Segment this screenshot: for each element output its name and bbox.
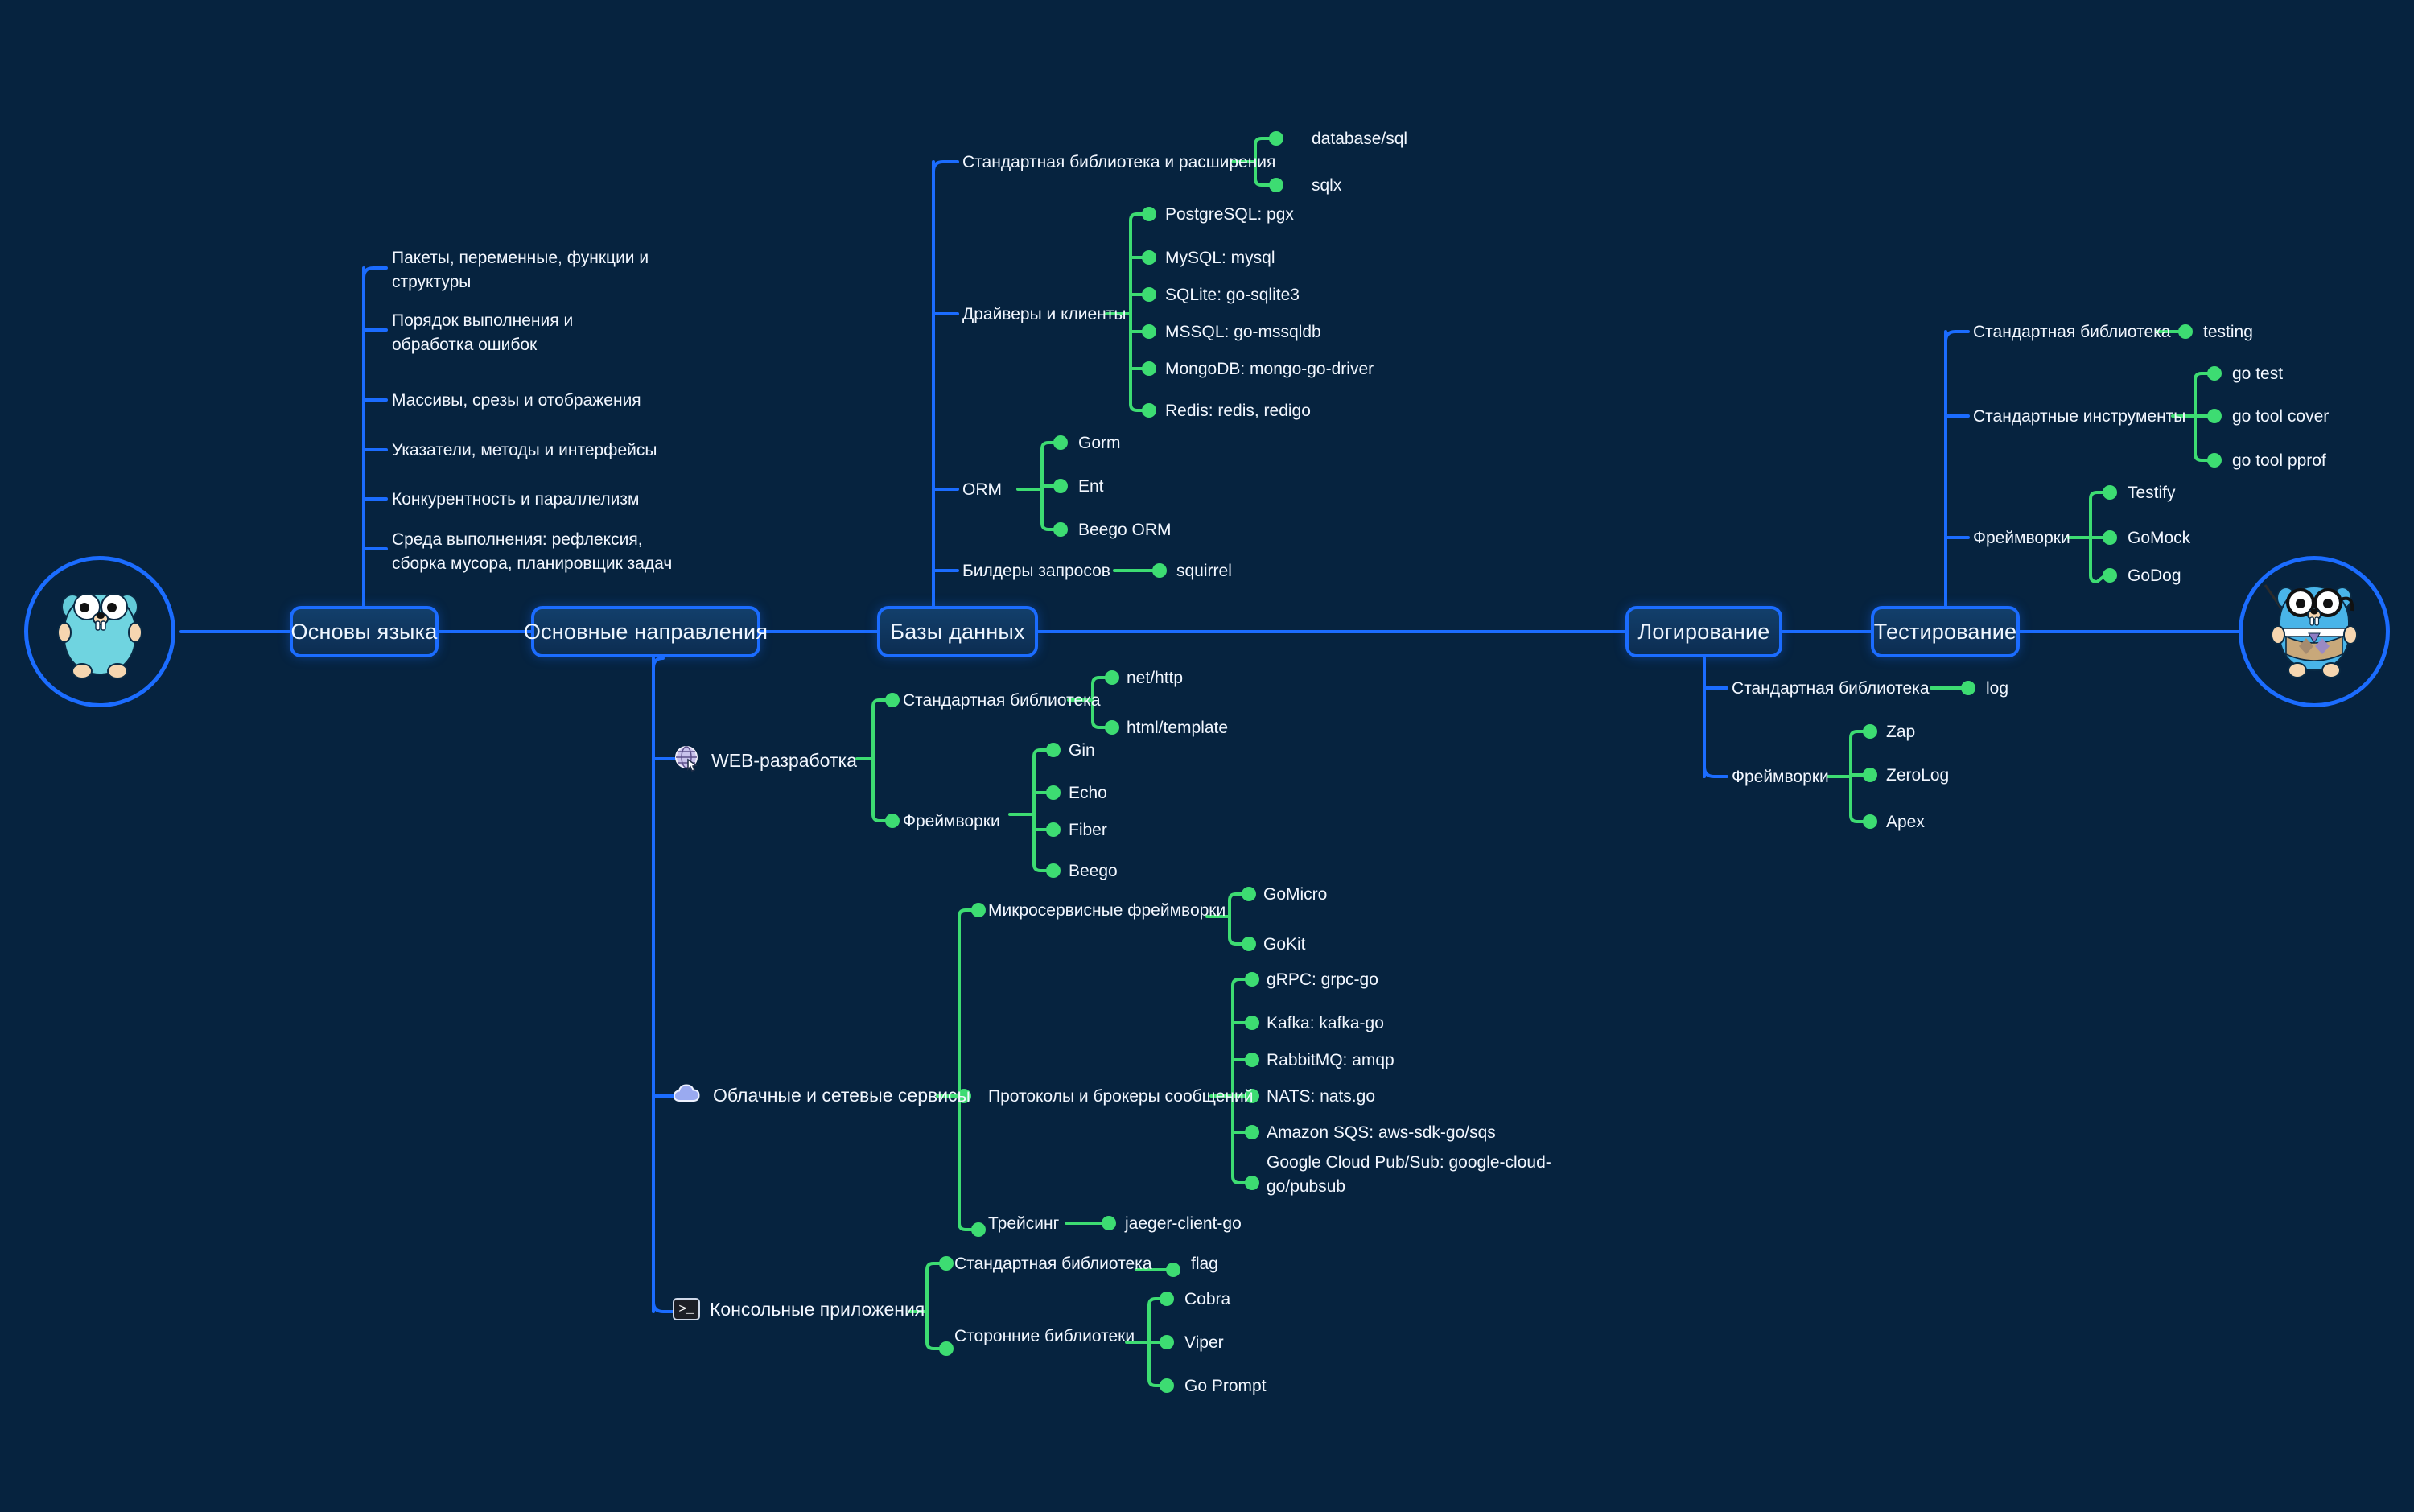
basics-item[interactable]: Указатели, методы и интерфейсы <box>392 441 657 459</box>
direction-label: WEB-разработка <box>711 750 857 771</box>
basics-item[interactable]: Массивы, срезы и отображения <box>392 391 641 410</box>
direction-label: Консольные приложения <box>710 1298 925 1320</box>
web-group-label[interactable]: Фреймворки <box>903 812 1000 830</box>
cloud-leaf[interactable]: Amazon SQS: aws-sdk-go/sqs <box>1267 1123 1496 1142</box>
direction-cloud[interactable]: Облачные и сетевые сервисы <box>673 1081 970 1110</box>
cloud-leaf[interactable]: NATS: nats.go <box>1267 1087 1376 1106</box>
db-leaf[interactable]: sqlx <box>1312 176 1342 195</box>
web-group-label[interactable]: Стандартная библиотека <box>903 691 1101 710</box>
db-leaf[interactable]: Redis: redis, redigo <box>1165 402 1311 420</box>
db-leaf[interactable]: SQLite: go-sqlite3 <box>1165 286 1300 304</box>
logging-leaf[interactable]: Zap <box>1886 723 1916 741</box>
web-leaf[interactable]: Gin <box>1069 741 1095 760</box>
console-leaf[interactable]: flag <box>1191 1255 1218 1273</box>
testing-leaf[interactable]: go tool pprof <box>2232 451 2326 470</box>
cloud-leaf[interactable]: jaeger-client-go <box>1125 1214 1242 1233</box>
spine-node-label: Логирование <box>1637 619 1770 644</box>
web-leaf[interactable]: Beego <box>1069 862 1118 880</box>
web-leaf[interactable]: net/http <box>1127 669 1184 687</box>
logging-group-label[interactable]: Стандартная библиотека <box>1732 679 1930 698</box>
db-leaf[interactable]: MongoDB: mongo-go-driver <box>1165 360 1374 378</box>
spine-node-directions[interactable]: Основные направления <box>524 606 768 657</box>
spine-node-basics[interactable]: Основы языка <box>290 606 439 657</box>
basics-item[interactable]: Среда выполнения: рефлексия, сборка мусо… <box>392 530 673 573</box>
db-group-label[interactable]: Билдеры запросов <box>962 562 1110 580</box>
db-leaf[interactable]: MySQL: mysql <box>1165 249 1275 267</box>
spine-node-logging[interactable]: Логирование <box>1625 606 1782 657</box>
db-leaf[interactable]: Beego ORM <box>1078 521 1172 539</box>
direction-console[interactable]: >_ Консольные приложения <box>673 1298 925 1320</box>
go-gopher-icon <box>24 556 175 707</box>
testing-leaf[interactable]: go test <box>2232 365 2284 383</box>
spine-node-label: Основные направления <box>523 619 768 644</box>
db-leaf[interactable]: PostgreSQL: pgx <box>1165 205 1294 224</box>
logging-group-label[interactable]: Фреймворки <box>1732 768 1829 786</box>
cloud-icon <box>673 1081 703 1110</box>
leaf-dots <box>885 131 2222 1393</box>
cloud-leaf[interactable]: RabbitMQ: amqp <box>1267 1051 1394 1069</box>
db-group-label[interactable]: Стандартная библиотека и расширения <box>962 153 1276 171</box>
direction-label: Облачные и сетевые сервисы <box>713 1085 971 1106</box>
terminal-icon: >_ <box>673 1298 700 1320</box>
web-leaf[interactable]: Echo <box>1069 784 1107 802</box>
console-leaf[interactable]: Cobra <box>1184 1290 1231 1308</box>
basics-item[interactable]: Пакеты, переменные, функции и структуры <box>392 249 649 291</box>
testing-leaf[interactable]: GoMock <box>2128 529 2191 547</box>
console-leaf[interactable]: Viper <box>1184 1333 1224 1352</box>
testing-group-label[interactable]: Стандартные инструменты <box>1973 407 2186 426</box>
spine-node-label: Основы языка <box>290 619 438 644</box>
basics-item[interactable]: Конкурентность и параллелизм <box>392 490 640 509</box>
cloud-leaf[interactable]: Kafka: kafka-go <box>1267 1014 1384 1032</box>
cloud-leaf[interactable]: gRPC: grpc-go <box>1267 970 1378 989</box>
logging-leaf[interactable]: Apex <box>1886 813 1925 831</box>
db-leaf[interactable]: MSSQL: go-mssqldb <box>1165 323 1321 341</box>
spine-node-label: Базы данных <box>890 619 1025 644</box>
testing-leaf[interactable]: GoDog <box>2128 566 2181 585</box>
spine-node-databases[interactable]: Базы данных <box>877 606 1038 657</box>
db-leaf[interactable]: squirrel <box>1176 562 1232 580</box>
db-leaf[interactable]: Ent <box>1078 477 1104 496</box>
cloud-group-label[interactable]: Протоколы и брокеры сообщений <box>988 1087 1254 1106</box>
testing-group-label[interactable]: Фреймворки <box>1973 529 2070 547</box>
web-leaf[interactable]: Fiber <box>1069 821 1107 839</box>
cloud-leaf[interactable]: GoMicro <box>1263 885 1328 904</box>
db-leaf[interactable]: Gorm <box>1078 434 1121 452</box>
spine-node-label: Тестирование <box>1873 619 2017 644</box>
logging-leaf[interactable]: log <box>1986 679 2009 698</box>
cloud-leaf[interactable]: Google Cloud Pub/Sub: google-cloud-go/pu… <box>1267 1153 1551 1196</box>
basics-item[interactable]: Порядок выполнения и обработка ошибок <box>392 311 574 354</box>
console-group-label[interactable]: Стандартная библиотека <box>954 1255 1152 1273</box>
testing-group-label[interactable]: Стандартная библиотека <box>1973 323 2171 341</box>
cloud-group-label[interactable]: Трейсинг <box>988 1214 1060 1233</box>
direction-web[interactable]: WEB-разработка <box>673 744 857 777</box>
testing-leaf[interactable]: go tool cover <box>2232 407 2330 426</box>
web-leaf[interactable]: html/template <box>1127 719 1229 737</box>
db-group-label[interactable]: Драйверы и клиенты <box>962 305 1127 323</box>
go-gopher-professor-icon <box>2239 556 2390 707</box>
cloud-group-label[interactable]: Микросервисные фреймворки <box>988 901 1226 920</box>
db-group-label[interactable]: ORM <box>962 480 1002 499</box>
logging-leaf[interactable]: ZeroLog <box>1886 766 1950 785</box>
globe-cursor-icon <box>673 744 702 777</box>
spine-node-testing[interactable]: Тестирование <box>1871 606 2020 657</box>
console-leaf[interactable]: Go Prompt <box>1184 1377 1267 1395</box>
cloud-leaf[interactable]: GoKit <box>1263 935 1306 954</box>
testing-leaf[interactable]: testing <box>2203 323 2253 341</box>
db-leaf[interactable]: database/sql <box>1312 130 1408 148</box>
console-group-label[interactable]: Сторонние библиотеки <box>954 1327 1135 1345</box>
testing-leaf[interactable]: Testify <box>2128 484 2176 502</box>
